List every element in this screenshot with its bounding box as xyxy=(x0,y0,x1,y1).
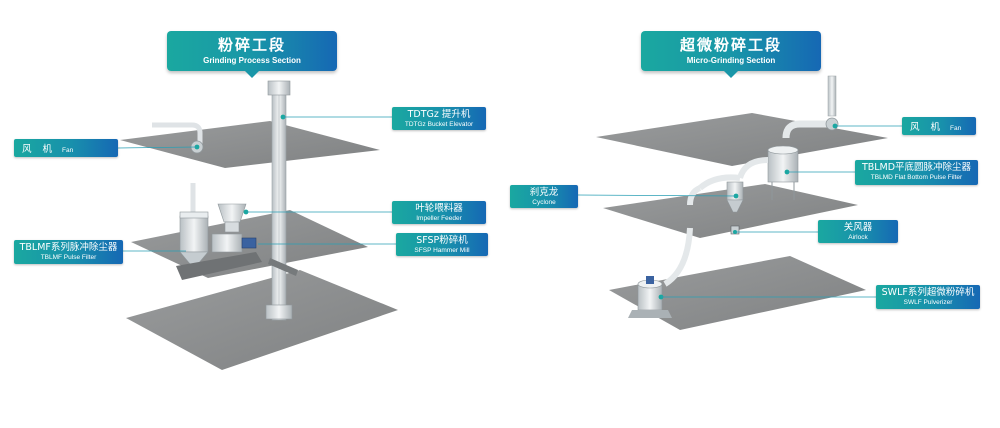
impeller-feeder-zh: 叶轮喂料器 xyxy=(415,203,463,214)
label-pulse-filter: TBLMF系列脉冲除尘器 TBLMF Pulse Filter xyxy=(14,240,123,264)
grinding-floor-bottom xyxy=(126,270,398,370)
airlock-zh: 关风器 xyxy=(843,222,873,233)
micro-floor-top xyxy=(596,113,888,166)
grinding-section-title: 粉碎工段 Grinding Process Section xyxy=(167,31,337,78)
pulverizer-zh: SWLF系列超微粉碎机 xyxy=(881,287,975,298)
pulverizer xyxy=(628,276,672,318)
micro-fan-zh: 风 机 xyxy=(910,122,945,133)
micro-floor-bottom xyxy=(609,256,866,330)
bucket-elevator-en: TDTGz Bucket Elevator xyxy=(404,120,474,128)
hammer-mill-en: SFSP Hammer Mill xyxy=(414,246,470,254)
hammer-mill-zh: SFSP粉碎机 xyxy=(416,235,468,246)
grinding-title-en: Grinding Process Section xyxy=(203,56,301,65)
micro-section-title: 超微粉碎工段 Micro-Grinding Section xyxy=(641,31,821,78)
airlock xyxy=(730,225,740,235)
pulse-filter-zh: TBLMF系列脉冲除尘器 xyxy=(19,242,118,253)
bucket-elevator-zh: TDTGz 提升机 xyxy=(407,109,471,120)
grinding-pulse-filter xyxy=(179,211,209,265)
cyclone-zh: 刹克龙 xyxy=(529,187,559,198)
label-impeller-feeder: 叶轮喂料器 Impeller Feeder xyxy=(392,201,486,224)
label-micro-fan: 风 机 Fan xyxy=(902,117,976,135)
grinding-floor-top xyxy=(120,121,380,168)
pulse-filter-en: TBLMF Pulse Filter xyxy=(40,253,97,261)
pulverizer-en: SWLF Pulverizer xyxy=(903,298,953,306)
leader-cyclone xyxy=(577,194,737,197)
impeller-feeder xyxy=(217,203,249,233)
flat-bottom-filter xyxy=(767,145,799,200)
label-flat-bottom-filter: TBLMD平底圆脉冲除尘器 TBLMD Flat Bottom Pulse Fi… xyxy=(855,160,978,185)
label-hammer-mill: SFSP粉碎机 SFSP Hammer Mill xyxy=(396,233,488,256)
micro-fan-en: Fan xyxy=(950,125,962,132)
label-pulverizer: SWLF系列超微粉碎机 SWLF Pulverizer xyxy=(876,285,980,309)
label-bucket-elevator: TDTGz 提升机 TDTGz Bucket Elevator xyxy=(392,107,486,130)
label-cyclone: 刹克龙 Cyclone xyxy=(510,185,578,208)
flat-bottom-filter-zh: TBLMD平底圆脉冲除尘器 xyxy=(861,162,972,173)
cyclone xyxy=(663,157,769,287)
label-airlock: 关风器 Airlock xyxy=(818,220,898,243)
grinding-fan-en: Fan xyxy=(62,147,74,154)
micro-title-en: Micro-Grinding Section xyxy=(686,56,776,65)
micro-title-zh: 超微粉碎工段 xyxy=(679,36,782,54)
leader-grinding-fan xyxy=(117,146,198,149)
hammer-mill xyxy=(176,233,298,280)
cyclone-en: Cyclone xyxy=(532,198,556,206)
label-grinding-fan: 风 机 Fan xyxy=(14,139,118,157)
impeller-feeder-en: Impeller Feeder xyxy=(416,214,462,222)
grinding-fan-zh: 风 机 xyxy=(22,144,57,155)
grinding-title-zh: 粉碎工段 xyxy=(217,36,286,54)
flat-bottom-filter-en: TBLMD Flat Bottom Pulse Filter xyxy=(870,173,963,181)
airlock-en: Airlock xyxy=(848,233,868,241)
